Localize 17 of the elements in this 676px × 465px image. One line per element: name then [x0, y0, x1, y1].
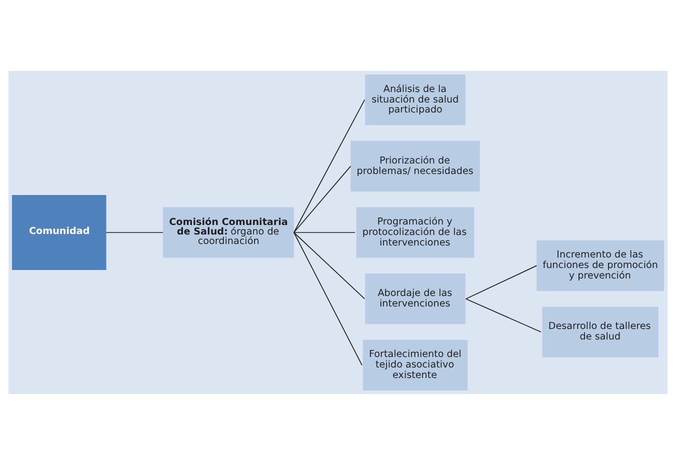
connector	[293, 232, 356, 233]
connector	[465, 298, 542, 332]
connector	[293, 232, 366, 300]
node-box: Programación y protocolización de las intervenciones	[356, 207, 474, 258]
connector	[293, 99, 366, 233]
node-box: Abordaje de las intervenciones	[365, 274, 466, 324]
connector	[106, 232, 164, 233]
connector	[293, 166, 352, 233]
node-box: Incremento de las funciones de promoción y prevención	[536, 240, 664, 291]
node-box: Fortalecimiento del tejido asociativo existente	[362, 340, 468, 390]
connector	[465, 265, 538, 300]
node-box: Comisión Comunitaria de Salud: órgano de coordinación	[162, 207, 294, 258]
node-box: Análisis de la situación de salud participado	[365, 74, 466, 126]
connector	[293, 232, 362, 366]
node-box: Comunidad	[12, 194, 106, 270]
node-box: Desarrollo de talleres de salud	[542, 306, 658, 358]
node-box: Priorización de problemas/ necesidades	[350, 140, 480, 192]
